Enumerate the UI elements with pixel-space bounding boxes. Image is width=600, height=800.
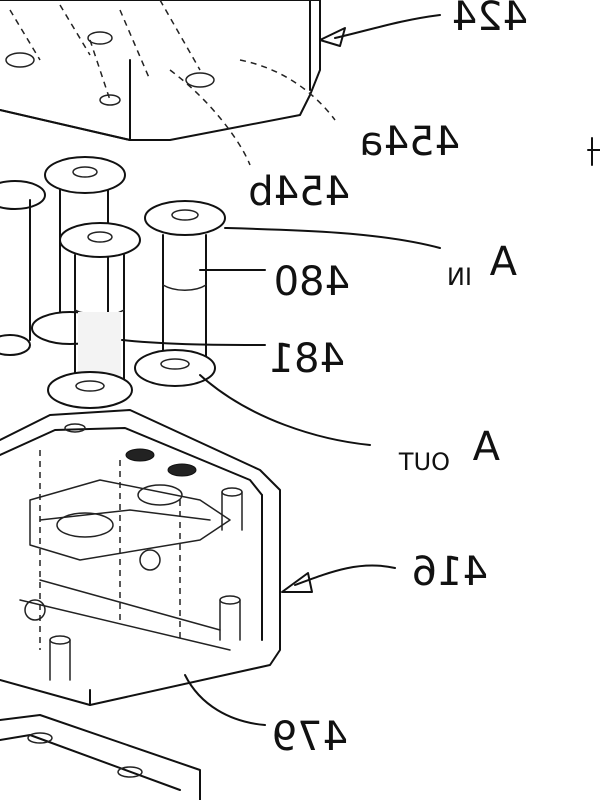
bottom-rail: [0, 714, 201, 800]
leader-lines: [121, 14, 441, 726]
spool-back-left: [0, 180, 46, 356]
label-a-in-subscript: IN: [447, 263, 472, 291]
label-479: 479: [272, 714, 348, 760]
spool-480: [134, 200, 226, 387]
label-416: 416: [412, 549, 488, 595]
label-a-out: A: [472, 424, 500, 470]
spool-front-left: [47, 222, 141, 409]
label-a-in: A: [489, 239, 517, 285]
label-454a: 454a: [359, 119, 460, 165]
label-454b: 454b: [248, 169, 350, 215]
label-481: 481: [269, 336, 345, 382]
label-a-out-subscript: OUT: [399, 448, 450, 476]
manifold-block-416: [0, 409, 281, 706]
label-424: 424: [452, 0, 528, 40]
label-480: 480: [274, 259, 350, 305]
housing-block-424: [0, 0, 336, 166]
sheet-edge-mark: [587, 137, 600, 166]
